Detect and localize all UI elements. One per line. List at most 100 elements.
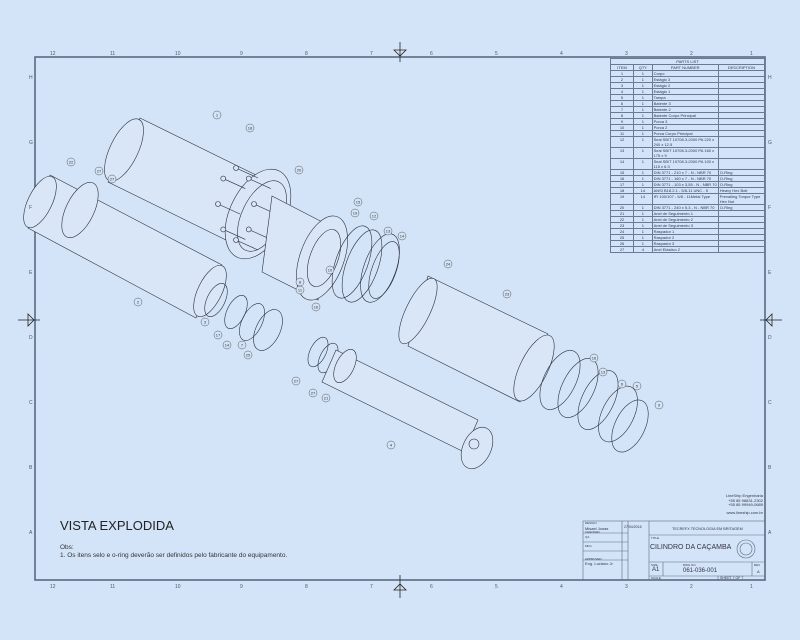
balloon-number: 9 [658,403,661,408]
parts-list-cell: Seal SB/T 10708.3-2000 PA 220 x 240 x 12… [651,136,719,148]
balloon-number: 5 [636,384,639,389]
part-stage-2 [23,174,227,319]
parts-list-cell: DIN 3771 - 160 x 7 - N - NBR 70 [651,175,719,182]
parts-list-cell: 19 [609,193,635,205]
zone-column-label: 8 [305,51,308,57]
zone-row-label: G [29,140,33,146]
zone-column-label: 10 [175,51,181,57]
bolt-head [220,175,227,182]
item-balloon: 27 [107,174,117,184]
drawing-title: CILINDRO DA CAÇAMBA [650,544,732,551]
zone-column-label: 7 [370,584,373,590]
balloon-number: 8 [299,280,302,285]
zone-row-label: A [768,530,772,536]
balloon-number: 14 [400,234,405,239]
zone-row-label: G [768,140,772,146]
balloon-number: 24 [446,262,451,267]
zone-column-label: 2 [690,584,693,590]
item-balloon: 16 [589,353,599,363]
part-seals-upper [331,225,400,303]
parts-list-cell: DIN 3771 - 103 x 3,55 - N - NBR 70 [651,181,719,188]
parts-list-cell: Prevailing Torque Type Hex Nut [717,193,766,205]
item-balloon: 8 [295,277,305,287]
item-balloon: 13 [598,367,608,377]
balloon-number: 25 [246,353,251,358]
balloon-number: 10 [328,268,333,273]
dwg-number: 061-036-001 [683,568,718,574]
item-balloon: 25 [243,350,253,360]
balloon-number: 2 [137,300,140,305]
notes-heading: Obs: [60,544,74,551]
balloon-number: 12 [372,214,377,219]
item-balloon: 11 [295,285,305,295]
zone-column-label: 10 [175,584,181,590]
zone-column-label: 2 [690,51,693,57]
parts-list-cell: 1 [633,147,653,159]
qa-label: QA [585,535,590,539]
checked-label: CHECKED [585,530,600,534]
balloon-number: 13 [601,370,606,375]
size-label: SIZE [651,563,658,567]
balloon-number: 22 [69,160,74,165]
item-balloon: 14 [222,340,232,350]
balloon-number: 27 [294,379,299,384]
item-balloon: 6 [617,379,627,389]
item-balloon: 3 [200,317,210,327]
item-balloon: 10 [325,265,335,275]
zone-row-label: B [768,465,772,471]
bolt [248,178,271,189]
dwg-no-label: DWG NO [683,563,696,567]
bolt-head [220,226,227,233]
bolt-head [233,165,239,171]
notes-line: 1. Os itens selo e o-ring deverão ser de… [60,552,288,559]
bolt-head [245,226,252,233]
item-balloon: 23 [502,289,512,299]
item-balloon: 7 [237,340,247,350]
company-title: TECREFX TECNOLOGIA EM BRITAGEM [672,527,743,531]
item-balloon: 20 [294,165,304,175]
zone-row-label: E [768,270,772,276]
bolt [223,178,246,189]
zone-column-label: 3 [625,51,628,57]
zone-row-label: H [29,75,33,81]
balloon-number: 19 [353,211,358,216]
balloon-number: 16 [592,356,597,361]
parts-list-cell: 1 [633,158,653,170]
part-stage-3 [398,275,555,403]
parts-list-cell: 14 [609,158,635,170]
approver-name: Eng. Luciano Jr [585,561,613,566]
item-balloon: 9 [654,400,664,410]
zone-column-label: 6 [430,51,433,57]
parts-list-cell [717,246,766,253]
company-website: www.lineship.com.br [726,509,763,515]
item-balloon: 2 [133,297,143,307]
bolt-head [215,201,221,207]
notes: Obs: 1. Os itens selo e o-ring deverão s… [60,544,287,560]
zone-row-label: A [29,530,33,536]
zone-column-label: 5 [495,584,498,590]
item-balloon: 19 [350,208,360,218]
parts-list-cell: DIN 3771 - 240 x 5,3 - N - NBR 70 [651,204,719,211]
zone-column-label: 9 [240,51,243,57]
bolt [223,229,246,240]
balloon-number: 11 [298,288,303,293]
bolt-head [245,175,252,182]
center-markers [18,42,782,598]
parts-list-cell: DIN 3771 - 210 x 7 - N - NBR 70 [651,169,719,176]
balloon-number: 20 [297,168,302,173]
zone-column-label: 11 [110,584,116,590]
zone-column-label: 1 [750,51,753,57]
bolt [235,167,259,179]
zone-row-label: D [768,335,772,341]
parts-list-cell: 14 [633,193,653,205]
balloon-number: 18 [248,126,253,131]
item-balloon: 12 [369,211,379,221]
designer-name: Misael Jonas [585,526,609,531]
zone-column-label: 3 [625,584,628,590]
